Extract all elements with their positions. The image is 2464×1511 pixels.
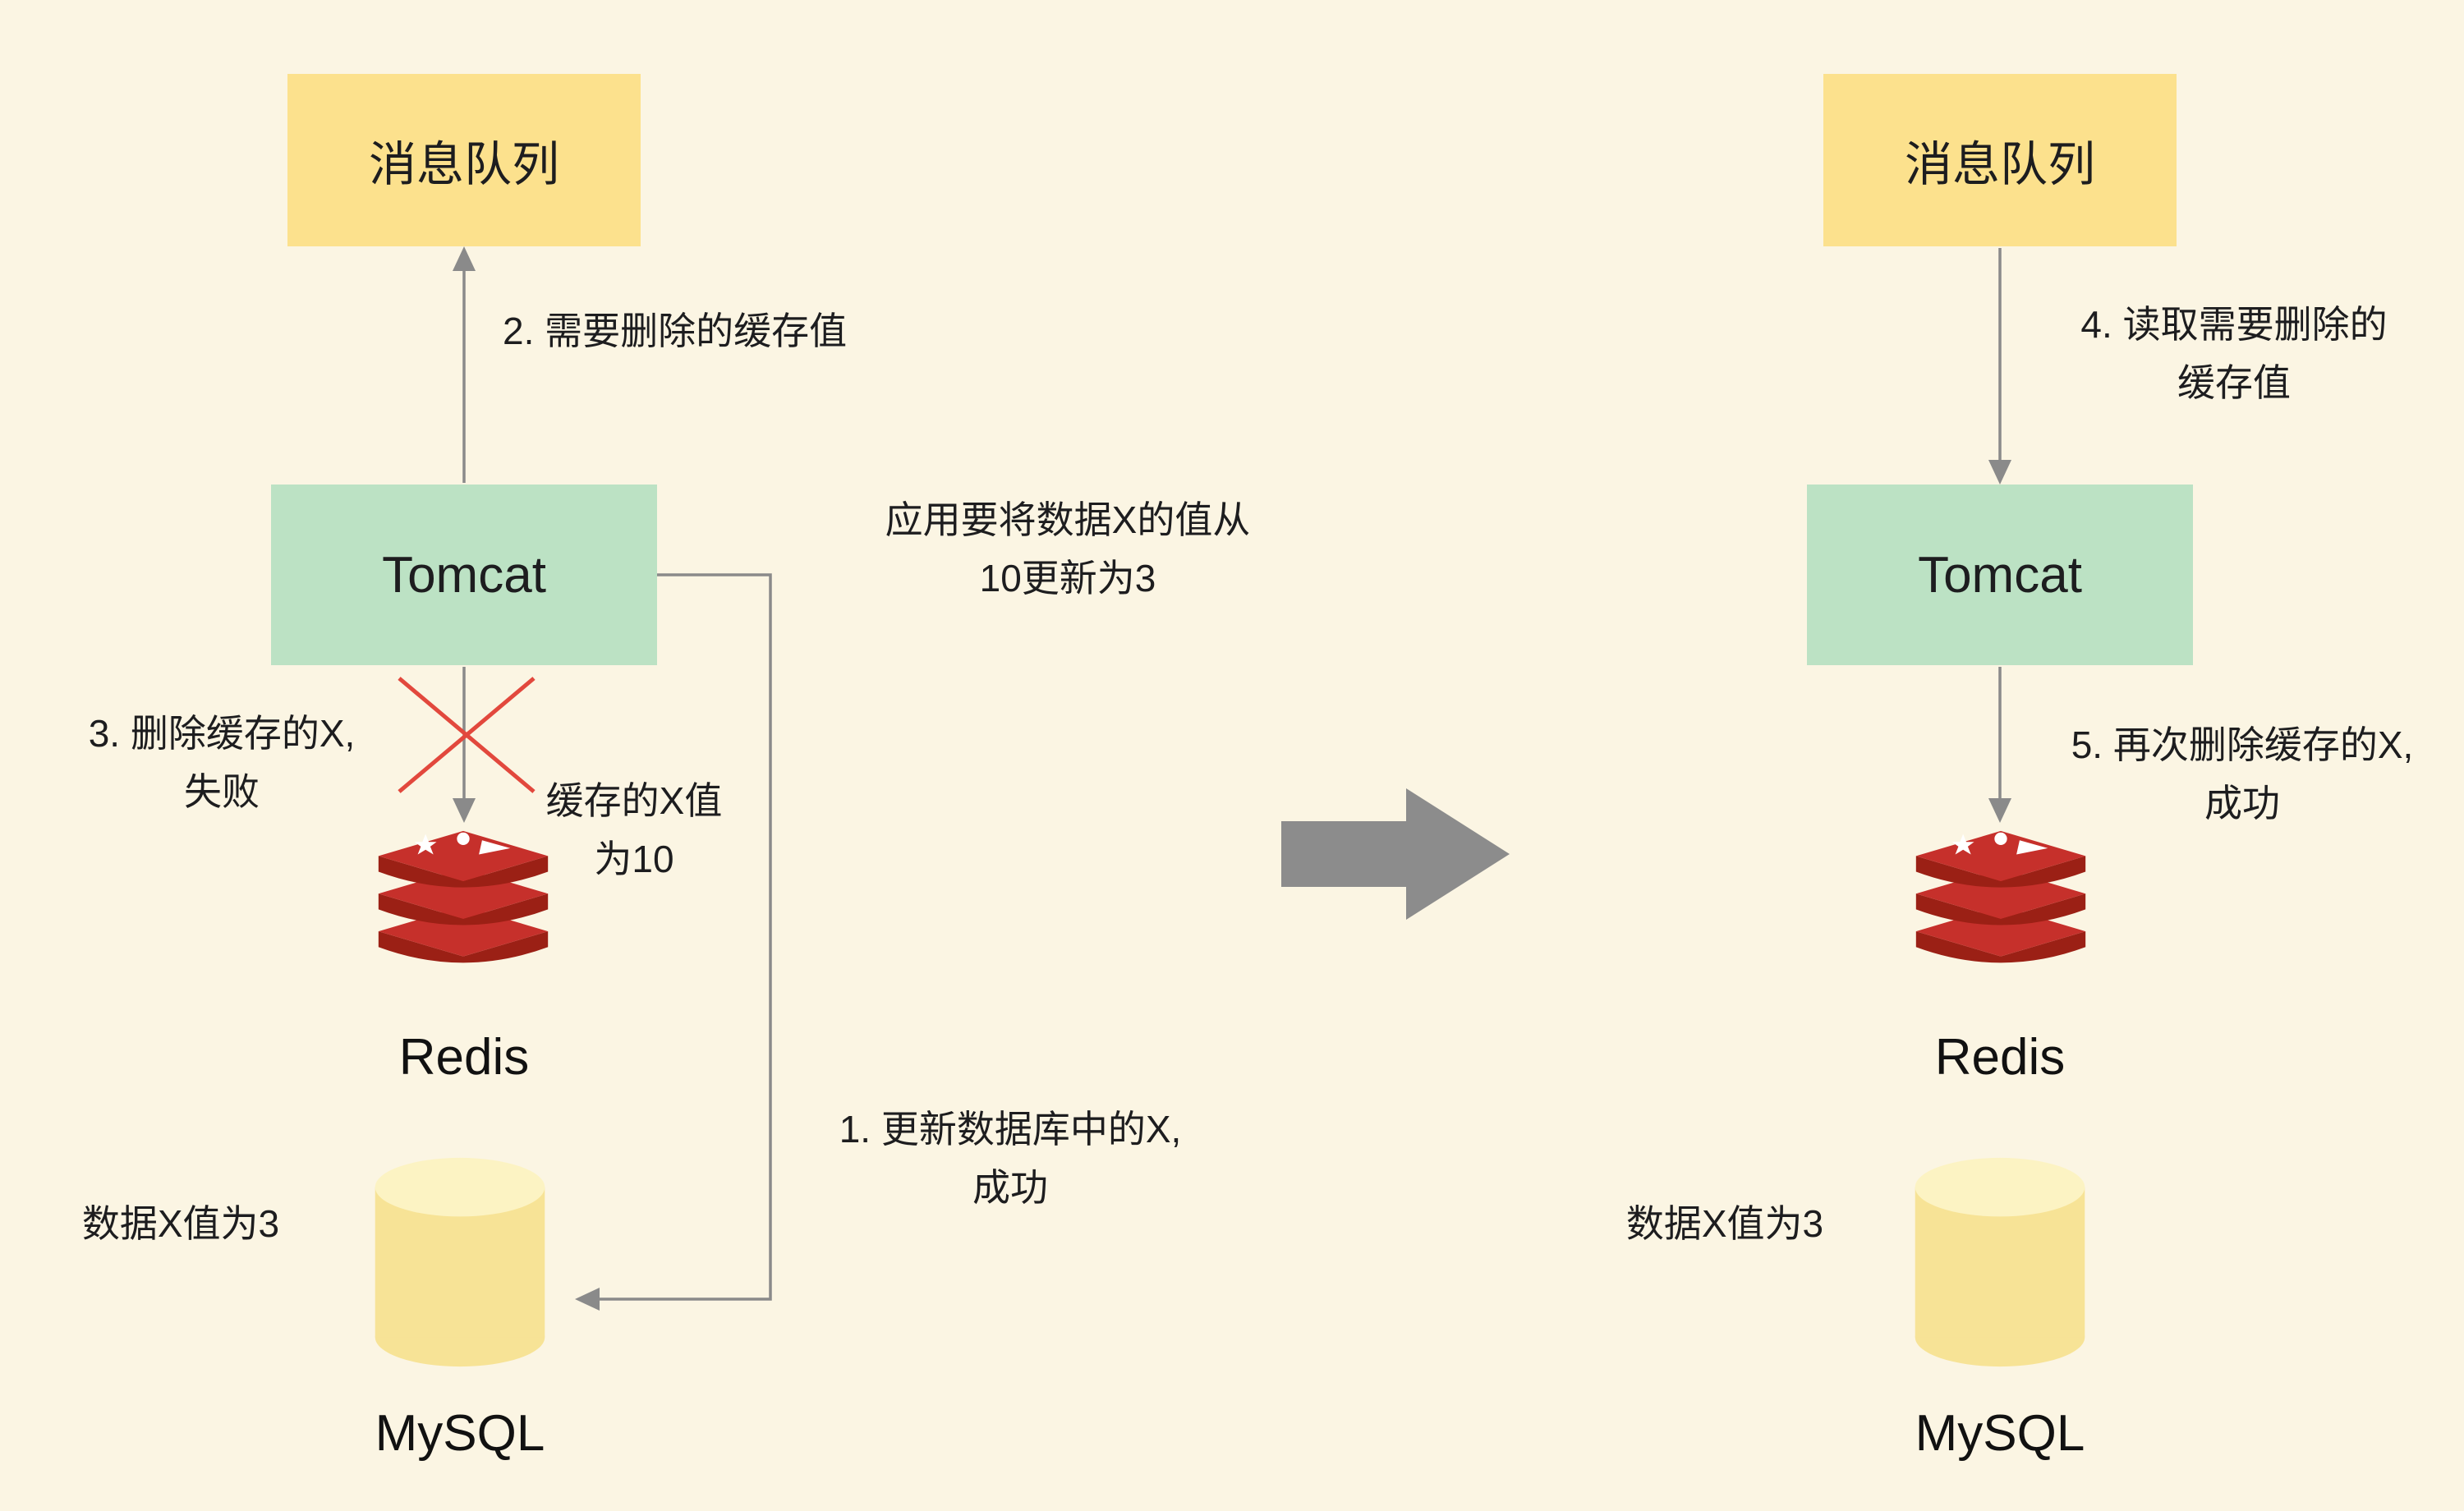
right-tomcat-label: Tomcat bbox=[1918, 546, 2082, 604]
right-db-note: 数据X值为3 bbox=[1625, 1202, 1824, 1245]
left-message-queue-node: 消息队列 bbox=[287, 74, 641, 246]
arrow-tomcat-to-mq bbox=[453, 246, 476, 483]
right-mysql-cylinder bbox=[1901, 1148, 2099, 1376]
right-step4-label: 4. 读取需要删除的 缓存值 bbox=[2029, 296, 2439, 413]
arrow-tomcat-to-redis-failed bbox=[453, 667, 476, 823]
left-cache-note-line2: 为10 bbox=[594, 838, 674, 881]
right-tomcat-node: Tomcat bbox=[1807, 485, 2193, 665]
left-mysql-cylinder bbox=[361, 1148, 559, 1376]
left-redis-label: Redis bbox=[398, 1029, 530, 1086]
left-app-note: 应用要将数据X的值从 10更新为3 bbox=[813, 491, 1322, 609]
left-tomcat-label: Tomcat bbox=[382, 546, 546, 604]
left-tomcat-node: Tomcat bbox=[271, 485, 657, 665]
left-cache-note: 缓存的X值 为10 bbox=[503, 772, 765, 889]
left-step1-line2: 成功 bbox=[972, 1166, 1048, 1210]
arrow-tomcat-to-redis-success bbox=[1988, 667, 2011, 823]
arrow-tomcat-to-mysql bbox=[575, 573, 772, 1311]
left-cache-note-line1: 缓存的X值 bbox=[545, 779, 723, 822]
left-step3-label: 3. 删除缓存的X, 失败 bbox=[25, 705, 419, 822]
left-message-queue-label: 消息队列 bbox=[368, 138, 559, 191]
left-step3-line1: 3. 删除缓存的X, bbox=[88, 712, 356, 755]
left-redis-icon bbox=[368, 828, 559, 1004]
right-message-queue-label: 消息队列 bbox=[1904, 138, 2095, 191]
left-step1-label: 1. 更新数据库中的X, 成功 bbox=[788, 1100, 1232, 1218]
right-message-queue-node: 消息队列 bbox=[1823, 74, 2177, 246]
right-step5-line1: 5. 再次删除缓存的X, bbox=[2071, 723, 2414, 766]
left-mysql-label: MySQL bbox=[375, 1405, 545, 1462]
arrow-mq-to-tomcat bbox=[1988, 248, 2011, 485]
left-step2-label: 2. 需要删除的缓存值 bbox=[503, 310, 848, 352]
left-app-note-line1: 应用要将数据X的值从 bbox=[885, 498, 1251, 541]
right-step5-label: 5. 再次删除缓存的X, 成功 bbox=[2029, 716, 2456, 834]
right-step4-line1: 4. 读取需要删除的 bbox=[2080, 303, 2388, 346]
right-redis-label: Redis bbox=[1934, 1029, 2066, 1086]
right-redis-icon bbox=[1905, 828, 2096, 1004]
right-step5-line2: 成功 bbox=[2204, 782, 2280, 825]
left-db-note: 数据X值为3 bbox=[81, 1202, 280, 1245]
left-step3-line2: 失败 bbox=[184, 770, 260, 814]
left-app-note-line2: 10更新为3 bbox=[979, 557, 1156, 600]
right-step4-line2: 缓存值 bbox=[2177, 361, 2291, 405]
right-mysql-label: MySQL bbox=[1915, 1405, 2085, 1462]
flow-arrow bbox=[1281, 788, 1510, 920]
left-step1-line1: 1. 更新数据库中的X, bbox=[839, 1108, 1182, 1150]
